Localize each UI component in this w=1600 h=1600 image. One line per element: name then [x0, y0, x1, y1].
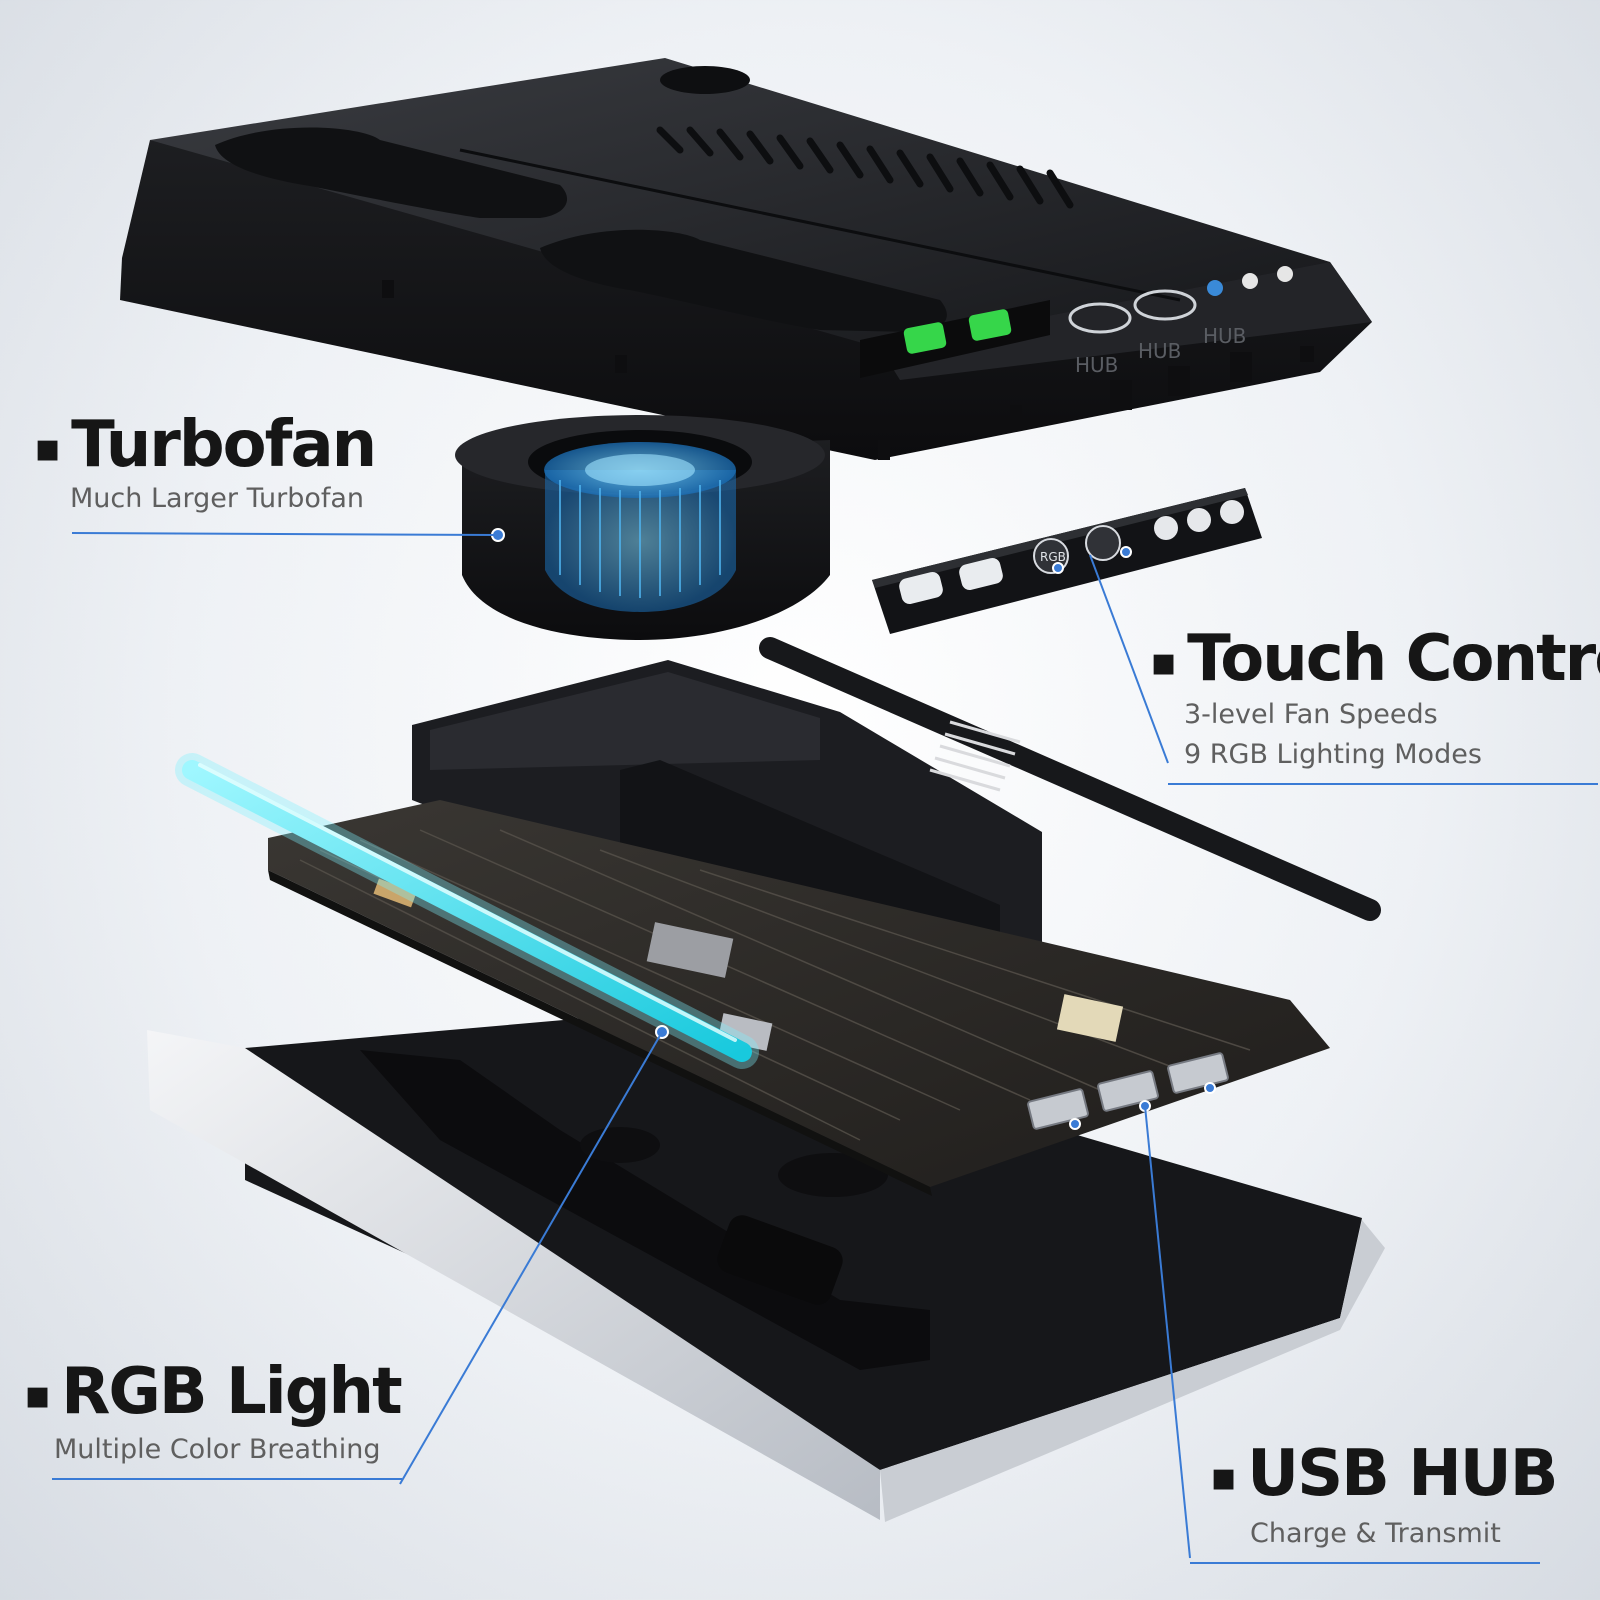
fan-level-1-icon — [1154, 516, 1178, 540]
hub-port-label-2: HUB — [1138, 339, 1181, 363]
rgb-light-bar — [182, 760, 752, 1062]
touch-control-callout: ▪Touch Control 3-level Fan Speeds 9 RGB … — [1150, 627, 1600, 785]
fan-level-3-icon — [1220, 500, 1244, 524]
touch-control-title: ▪Touch Control — [1150, 622, 1600, 696]
turbofan-title: ▪Turbofan — [34, 408, 377, 482]
turbofan-subtitle: Much Larger Turbofan — [70, 483, 365, 514]
rgb-leader-line — [399, 1031, 663, 1485]
usb-hub-underline — [1190, 1562, 1540, 1564]
usb-hub-subtitle: Charge & Transmit — [1250, 1518, 1501, 1549]
controller-1-touch-icon — [899, 572, 943, 604]
main-chip — [646, 922, 734, 978]
controller-chip — [1056, 994, 1124, 1042]
controller-indicator-2 — [968, 309, 1012, 341]
rgb-light-title: ▪RGB Light — [24, 1355, 403, 1429]
rgb-light-callout: ▪RGB Light Multiple Color Breathing — [24, 1355, 403, 1480]
side-strip — [759, 637, 1381, 921]
touch-control-line-2: 9 RGB Lighting Modes — [1184, 739, 1482, 770]
touch-control-line-1: 3-level Fan Speeds — [1184, 699, 1438, 730]
fan-level-2-icon — [1187, 508, 1211, 532]
top-cover: HUB HUB HUB — [120, 58, 1372, 460]
hub-port-label-3: HUB — [1203, 324, 1246, 348]
touch-control-underline — [1168, 783, 1598, 785]
usb-hub-callout: ▪USB HUB Charge & Transmit — [1190, 1437, 1559, 1564]
controller-2-touch-icon — [959, 558, 1003, 590]
fan-speed-touch-button — [1085, 525, 1121, 561]
turbofan-leader-line — [71, 532, 499, 536]
controller-indicator-1 — [903, 322, 947, 354]
usb-leader-line — [1144, 1105, 1191, 1559]
turbofan-callout: ▪Turbofan Much Larger Turbofan — [34, 408, 377, 515]
bottom-shell — [147, 1012, 1385, 1522]
rgb-light-subtitle: Multiple Color Breathing — [54, 1434, 381, 1465]
turbofan-module — [455, 415, 830, 640]
touch-leader-line — [1089, 554, 1169, 764]
rgb-touch-button-label: RGB — [1040, 550, 1066, 564]
rgb-light-underline — [52, 1478, 402, 1480]
usb-hub-title: ▪USB HUB — [1210, 1437, 1559, 1511]
touch-control-panel: RGB — [872, 488, 1262, 634]
hub-port-label-1: HUB — [1075, 353, 1118, 377]
circuit-board — [268, 800, 1330, 1196]
